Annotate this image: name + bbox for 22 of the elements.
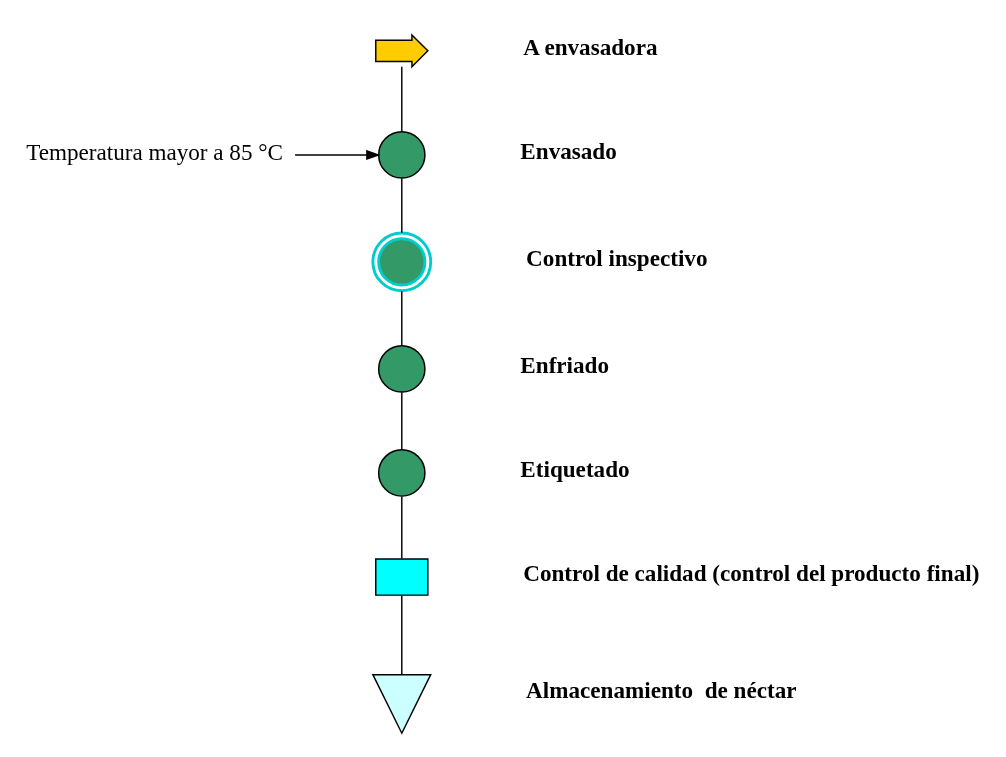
- connector: [401, 65, 403, 132]
- node-label: Etiquetado: [520, 455, 630, 482]
- node-circle: [377, 448, 426, 497]
- node-label: Control de calidad (control del producto final): [523, 559, 980, 586]
- arrow: [294, 149, 381, 160]
- node-circle: [371, 231, 433, 292]
- node-label: A envasadora: [523, 33, 658, 60]
- connector: [401, 391, 403, 450]
- node-circle: [377, 130, 426, 179]
- node-label: Enfriado: [520, 351, 610, 378]
- connector: [401, 290, 403, 346]
- connector: [401, 594, 403, 675]
- node-box: [375, 557, 429, 596]
- node-arrow: [375, 32, 429, 68]
- connector: [401, 177, 403, 234]
- node-label: Envasado: [520, 137, 617, 164]
- node-triangle: [371, 673, 432, 735]
- node-text: Temperatura mayor a 85 °C: [26, 138, 283, 165]
- connector: [401, 495, 403, 559]
- node-label: Control inspectivo: [526, 244, 708, 271]
- node-circle: [377, 344, 426, 393]
- node-label: Almacenamiento de néctar: [526, 676, 797, 703]
